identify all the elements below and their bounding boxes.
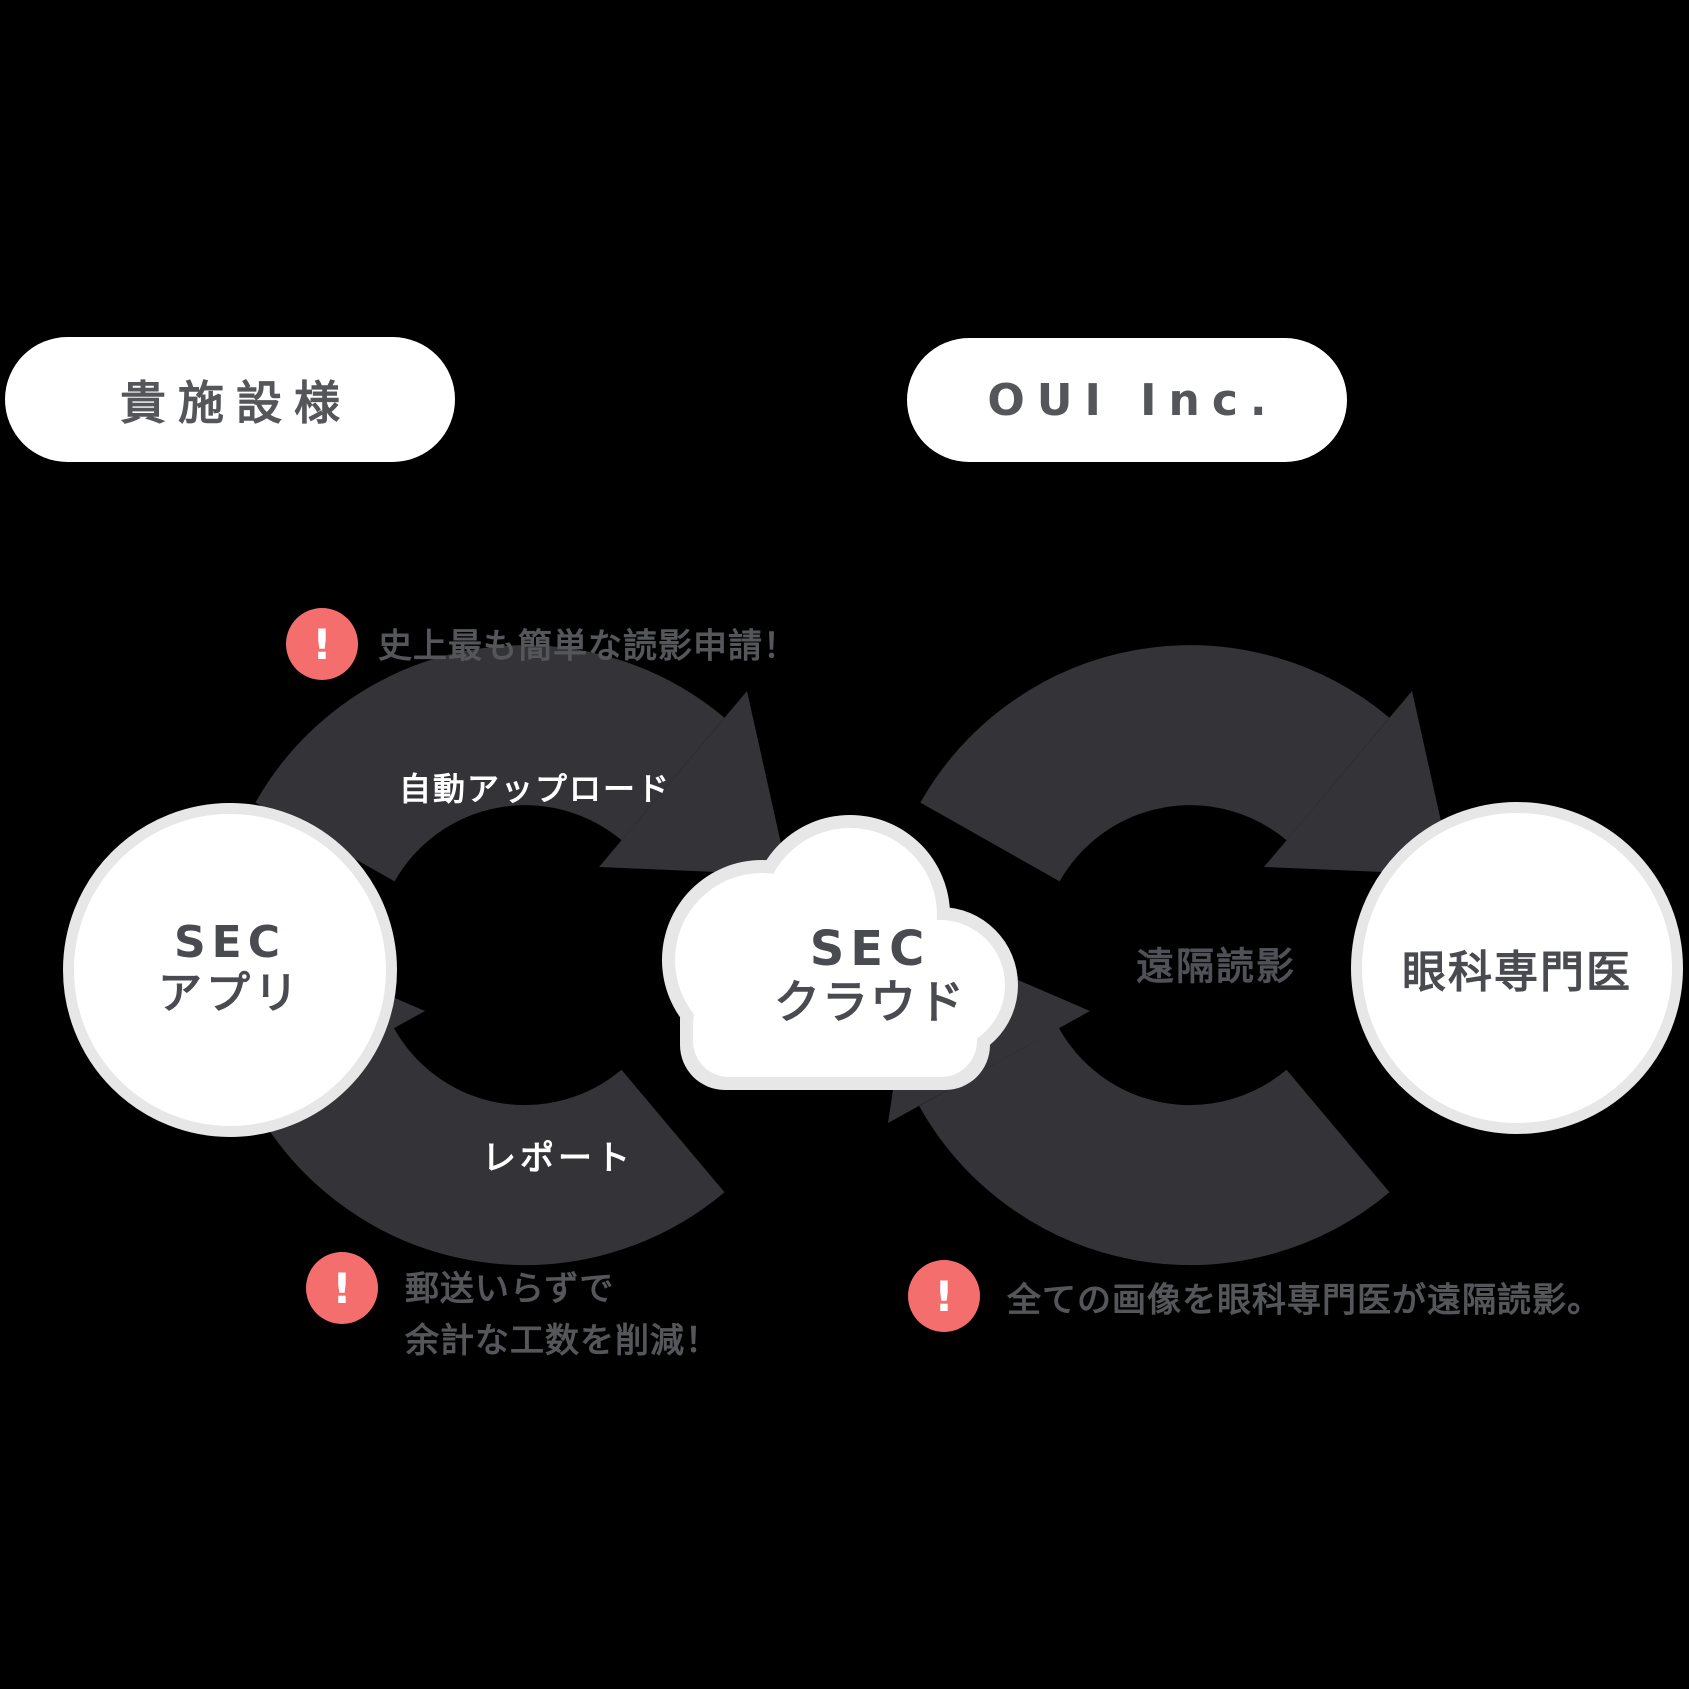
cloud-shape: [662, 815, 1018, 1090]
remote-reading-flow-label: 遠隔読影: [1135, 944, 1297, 989]
arrow-upload-arc: [255, 645, 725, 883]
cloud-fill: [675, 828, 1005, 1077]
company-pill: OUI Inc.: [907, 338, 1347, 462]
sec-cloud-line2: クラウド: [774, 975, 966, 1030]
facility-label: 貴施設様: [120, 375, 352, 430]
doctor-node: 眼科専門医: [1351, 802, 1683, 1134]
arrow-upload-head: [599, 691, 788, 875]
reading-note: 全ての画像を眼科専門医が遠隔読影。: [1007, 1280, 1602, 1321]
sec-app-line2: アプリ: [158, 967, 302, 1019]
arrow-to-cloud-arc: [919, 1026, 1390, 1266]
sec-app-line1: SEC: [173, 917, 287, 969]
alert-icon: !: [306, 1252, 378, 1324]
facility-pill: 貴施設様: [5, 337, 455, 462]
sec-app-node: SEC アプリ: [63, 803, 397, 1137]
request-note: 史上最も簡単な読影申請！: [378, 626, 798, 667]
sec-cloud-line1: SEC: [809, 921, 931, 978]
mailing-note-line2: 余計な工数を削減！: [405, 1321, 720, 1361]
alert-icon: !: [908, 1260, 980, 1332]
arrow-to-doctor-head: [1264, 691, 1453, 875]
mailing-note-line1: 郵送いらずで: [405, 1269, 615, 1309]
alert-exclamation: !: [312, 619, 332, 669]
doctor-label: 眼科専門医: [1402, 947, 1632, 998]
alert-exclamation: !: [934, 1271, 954, 1321]
mailing-note: 郵送いらずで 余計な工数を削減！: [405, 1263, 720, 1367]
alert-exclamation: !: [332, 1263, 352, 1313]
arrow-report-arc: [254, 1026, 725, 1266]
sec-cloud-node-label: SEC クラウド: [774, 924, 966, 1032]
company-label: OUI Inc.: [987, 374, 1279, 426]
arrow-to-doctor-arc: [920, 645, 1390, 883]
upload-flow-label: 自動アップロード: [398, 770, 672, 808]
report-flow-label: レポート: [482, 1138, 634, 1179]
alert-icon: !: [286, 608, 358, 680]
